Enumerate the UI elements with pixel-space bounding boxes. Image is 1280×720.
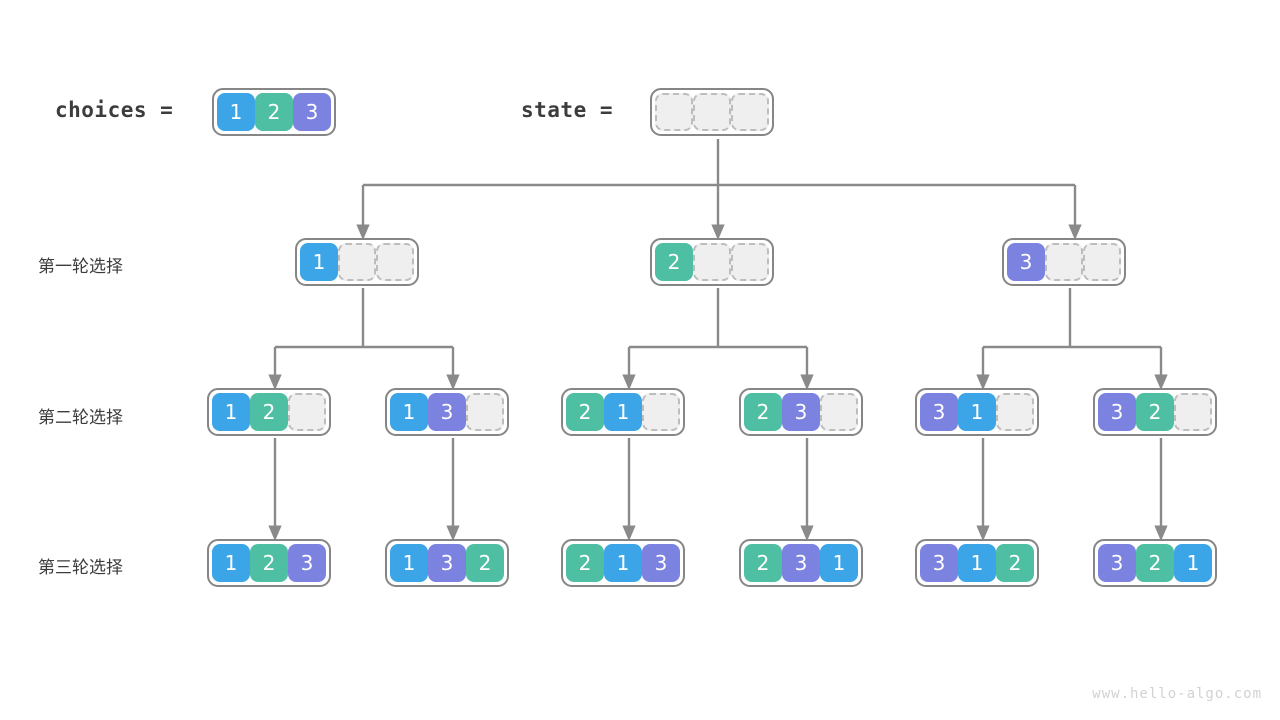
node-r2-32-cell-0: 3 xyxy=(1098,393,1136,431)
node-r3-312-cell-1: 1 xyxy=(958,544,996,582)
node-r2-23-cell-1: 3 xyxy=(782,393,820,431)
node-r3-231-cell-0: 2 xyxy=(744,544,782,582)
choices-label: choices = xyxy=(55,98,174,122)
node-r3-213-cell-0: 2 xyxy=(566,544,604,582)
row-label-round-3: 第三轮选择 xyxy=(38,558,123,578)
node-r2-32-cell-2 xyxy=(1174,393,1212,431)
node-r3-132-cell-2: 2 xyxy=(466,544,504,582)
choices-cell-2: 3 xyxy=(293,93,331,131)
node-r2-31-cell-1: 1 xyxy=(958,393,996,431)
node-r2-32-cell-1: 2 xyxy=(1136,393,1174,431)
node-r1-3: 3 xyxy=(1002,238,1126,286)
node-r1-2-cell-1 xyxy=(693,243,731,281)
row-label-round-1: 第一轮选择 xyxy=(38,257,123,277)
node-r3-231-cell-2: 1 xyxy=(820,544,858,582)
node-r3-312-cell-2: 2 xyxy=(996,544,1034,582)
node-r3-123-cell-1: 2 xyxy=(250,544,288,582)
node-r3-123-cell-2: 3 xyxy=(288,544,326,582)
state-cell-2 xyxy=(731,93,769,131)
node-r1-2: 2 xyxy=(650,238,774,286)
node-r2-23-cell-2 xyxy=(820,393,858,431)
node-r2-31-cell-2 xyxy=(996,393,1034,431)
node-r2-13-cell-1: 3 xyxy=(428,393,466,431)
node-r1-1-cell-1 xyxy=(338,243,376,281)
row-label-round-2: 第二轮选择 xyxy=(38,408,123,428)
node-r1-3-cell-0: 3 xyxy=(1007,243,1045,281)
node-r3-231-cell-1: 3 xyxy=(782,544,820,582)
choices-cell-0: 1 xyxy=(217,93,255,131)
state-array xyxy=(650,88,774,136)
node-r2-13-cell-0: 1 xyxy=(390,393,428,431)
node-r1-1-cell-0: 1 xyxy=(300,243,338,281)
node-r3-123-cell-0: 1 xyxy=(212,544,250,582)
node-r3-132-cell-0: 1 xyxy=(390,544,428,582)
node-r2-12-cell-2 xyxy=(288,393,326,431)
node-r2-21-cell-0: 2 xyxy=(566,393,604,431)
node-r1-1-cell-2 xyxy=(376,243,414,281)
state-label: state = xyxy=(521,98,614,122)
node-r1-2-cell-0: 2 xyxy=(655,243,693,281)
node-r2-31-cell-0: 3 xyxy=(920,393,958,431)
node-r2-12-cell-1: 2 xyxy=(250,393,288,431)
node-r3-321-cell-2: 1 xyxy=(1174,544,1212,582)
choices-cell-1: 2 xyxy=(255,93,293,131)
node-r3-213-cell-1: 1 xyxy=(604,544,642,582)
node-r3-312-cell-0: 3 xyxy=(920,544,958,582)
node-r1-3-cell-2 xyxy=(1083,243,1121,281)
node-r1-2-cell-2 xyxy=(731,243,769,281)
node-r3-321-cell-0: 3 xyxy=(1098,544,1136,582)
node-r3-132-cell-1: 3 xyxy=(428,544,466,582)
watermark: www.hello-algo.com xyxy=(1092,686,1262,702)
node-r3-321-cell-1: 2 xyxy=(1136,544,1174,582)
node-r2-21-cell-2 xyxy=(642,393,680,431)
state-cell-1 xyxy=(693,93,731,131)
node-r2-12-cell-0: 1 xyxy=(212,393,250,431)
node-r3-213-cell-2: 3 xyxy=(642,544,680,582)
node-r2-21-cell-1: 1 xyxy=(604,393,642,431)
node-r2-13-cell-2 xyxy=(466,393,504,431)
node-r1-3-cell-1 xyxy=(1045,243,1083,281)
node-r2-23-cell-0: 2 xyxy=(744,393,782,431)
state-cell-0 xyxy=(655,93,693,131)
node-r1-1: 1 xyxy=(295,238,419,286)
